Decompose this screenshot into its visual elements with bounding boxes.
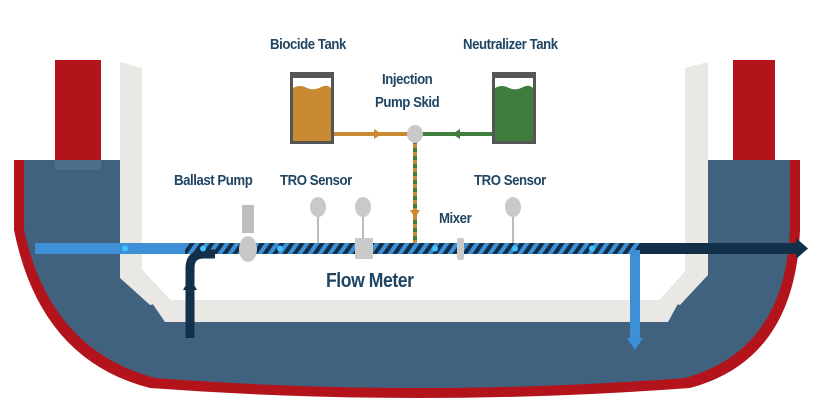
flow-meter-icon bbox=[355, 238, 373, 259]
injection-pump-skid-label-line1: Injection bbox=[382, 71, 433, 88]
intake-pipe bbox=[35, 243, 185, 254]
discharge-arrow-icon bbox=[796, 238, 808, 259]
overboard-pipe bbox=[630, 250, 640, 340]
inner-floor bbox=[150, 300, 680, 322]
mixer-icon bbox=[457, 238, 464, 260]
ballast-pump-label: Ballast Pump bbox=[174, 172, 253, 189]
suction-arrow-icon bbox=[183, 278, 197, 290]
hull-post-right bbox=[733, 60, 775, 170]
tro-sensor-1-icon bbox=[310, 197, 326, 243]
injection-pump-skid-label-line2: Pump Skid bbox=[375, 94, 440, 111]
neutralizer-tank-label: Neutralizer Tank bbox=[463, 36, 558, 53]
tro-sensor-2-label: TRO Sensor bbox=[474, 172, 546, 189]
tro-sensor-2-icon bbox=[505, 197, 521, 243]
hull-post-left bbox=[55, 60, 101, 170]
neutralizer-tank-icon bbox=[492, 72, 536, 144]
biocide-tank-label: Biocide Tank bbox=[270, 36, 346, 53]
ballast-pump-icon bbox=[239, 205, 257, 262]
biocide-tank-icon bbox=[290, 72, 334, 144]
tro-sensor-1-label: TRO Sensor bbox=[280, 172, 352, 189]
suction-pipe bbox=[185, 249, 215, 338]
flow-meter-label: Flow Meter bbox=[326, 270, 414, 292]
injection-pump-skid-icon bbox=[407, 125, 423, 143]
discharge-pipe bbox=[640, 243, 798, 254]
treated-pipe-striped bbox=[185, 243, 640, 254]
flow-meter-sensor-icon bbox=[355, 197, 371, 240]
mixer-label: Mixer bbox=[439, 210, 472, 227]
